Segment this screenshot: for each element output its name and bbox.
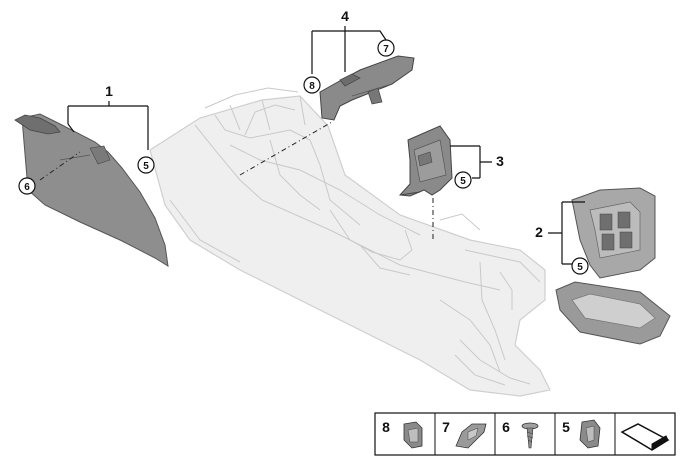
svg-text:8: 8 xyxy=(309,81,315,92)
svg-text:7: 7 xyxy=(383,44,389,55)
svg-text:5: 5 xyxy=(562,419,570,435)
clip-7-icon xyxy=(455,423,487,449)
center-console xyxy=(149,87,551,397)
circled-callout-top-8: 8 xyxy=(303,76,321,94)
svg-text:5: 5 xyxy=(143,161,149,172)
parts-legend: 8 7 6 5 xyxy=(374,412,676,456)
callout-1-label: 1 xyxy=(105,83,113,99)
circled-callout-right-5a: 5 xyxy=(454,171,472,189)
svg-text:6: 6 xyxy=(502,419,510,435)
callout-2-label: 2 xyxy=(535,224,543,240)
circled-callout-left-5: 5 xyxy=(137,156,155,174)
clip-5-icon xyxy=(579,419,601,449)
callout-3-label: 3 xyxy=(496,153,504,169)
callout-2: 2 xyxy=(535,201,585,265)
circled-callout-top-7: 7 xyxy=(377,39,395,57)
svg-text:8: 8 xyxy=(382,419,390,435)
rear-vent-and-tray xyxy=(555,187,671,345)
callout-1: 1 xyxy=(67,83,149,150)
svg-text:6: 6 xyxy=(24,182,30,193)
callout-4-label: 4 xyxy=(341,8,349,24)
legend-item-6: 6 xyxy=(502,419,539,449)
top-bracket xyxy=(319,55,415,121)
legend-item-8: 8 xyxy=(382,419,423,449)
screw-icon xyxy=(521,422,539,449)
circled-callout-right-5b: 5 xyxy=(571,257,589,275)
middle-bracket xyxy=(398,125,453,197)
circled-callout-left-6: 6 xyxy=(18,177,36,195)
svg-text:5: 5 xyxy=(460,176,466,187)
svg-text:7: 7 xyxy=(442,419,450,435)
svg-text:5: 5 xyxy=(577,262,583,273)
clip-8-icon xyxy=(403,421,423,449)
assembly-lines xyxy=(39,121,434,240)
legend-item-5: 5 xyxy=(562,419,601,449)
legend-item-mat xyxy=(620,423,670,451)
callout-4: 4 xyxy=(311,8,387,74)
legend-item-7: 7 xyxy=(442,419,487,449)
left-side-panel xyxy=(14,113,169,267)
callout-3: 3 xyxy=(450,145,504,179)
mat-icon xyxy=(620,423,670,451)
